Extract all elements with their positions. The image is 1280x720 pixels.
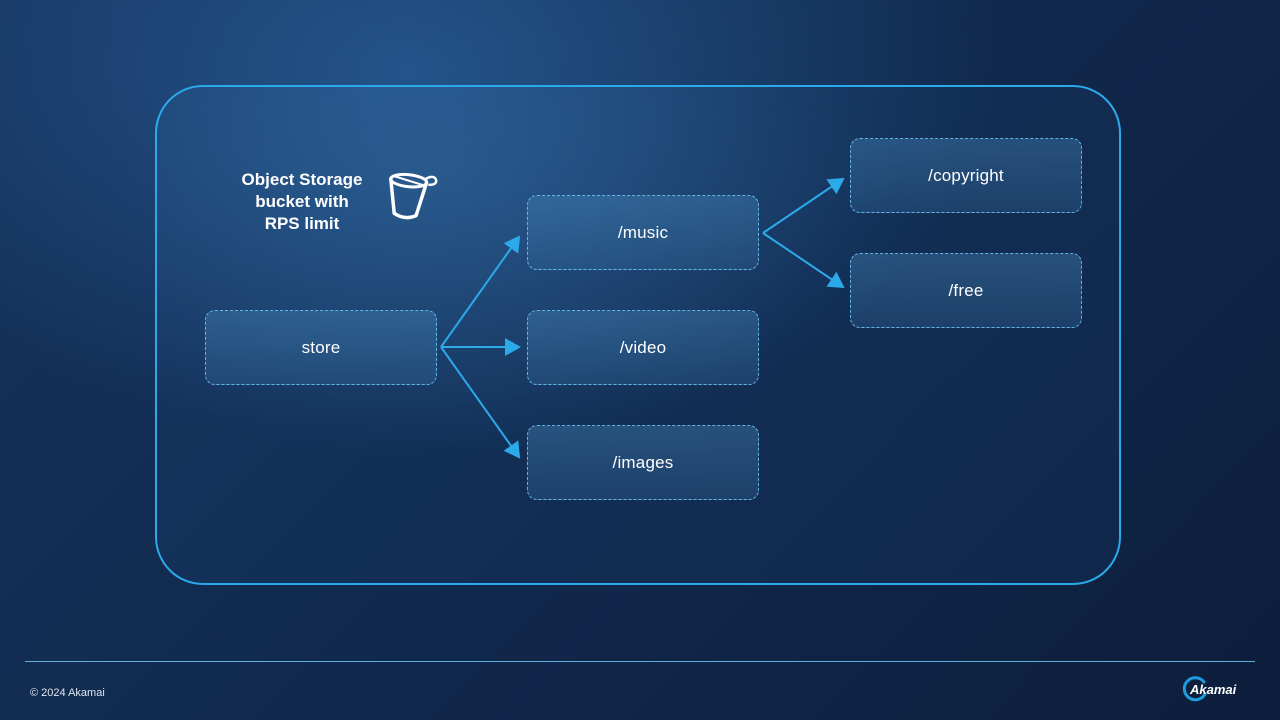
node-store: store (205, 310, 437, 385)
node-free: /free (850, 253, 1082, 328)
node-store-label: store (301, 337, 341, 357)
akamai-logo-text: Akamai (1189, 682, 1237, 697)
node-images-label: /images (612, 452, 674, 472)
node-free-label: /free (948, 280, 984, 300)
akamai-logo: Akamai (1182, 676, 1237, 702)
footer-copyright: © 2024 Akamai (30, 687, 105, 699)
diagram-title-line1: Object Storage (241, 170, 363, 189)
node-music: /music (527, 195, 759, 270)
diagram-title-line3: RPS limit (264, 214, 340, 233)
node-copyright: /copyright (850, 138, 1082, 213)
node-video: /video (527, 310, 759, 385)
diagram-title: Object Storage bucket with RPS limit (187, 169, 417, 235)
bucket-icon (389, 172, 438, 220)
diagram-canvas: Object Storage bucket with RPS limit sto… (155, 85, 1121, 585)
edge-store-images (440, 346, 521, 459)
edge-music-free (762, 232, 845, 289)
node-images: /images (527, 425, 759, 500)
edge-store-music (440, 235, 521, 348)
node-music-label: /music (617, 222, 669, 242)
node-copyright-label: /copyright (928, 165, 1004, 185)
footer-divider (25, 661, 1255, 662)
edge-music-copyright (762, 177, 845, 234)
diagram-title-line2: bucket with (255, 192, 349, 211)
node-video-label: /video (619, 337, 667, 357)
